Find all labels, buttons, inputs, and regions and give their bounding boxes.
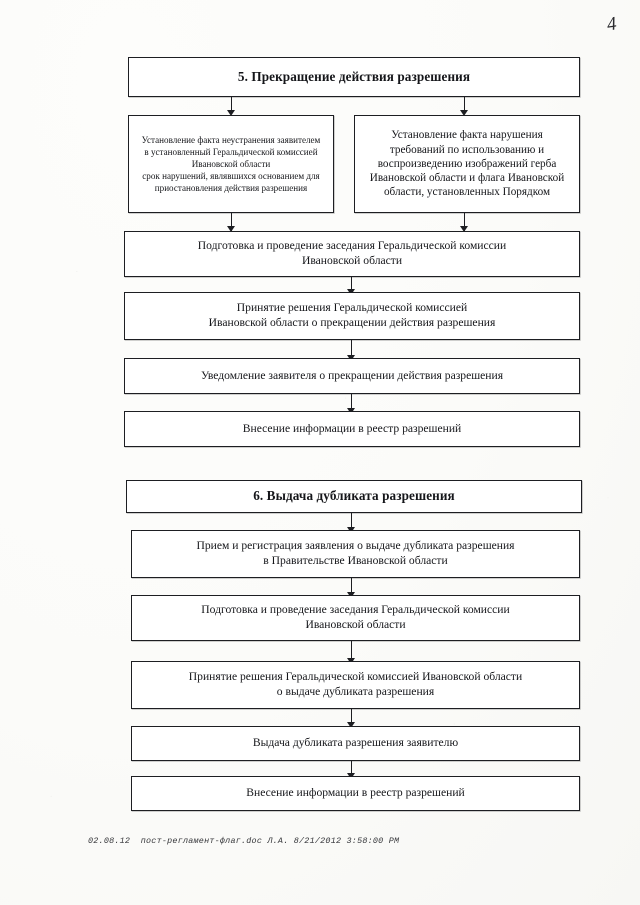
section-6-step-2-text: Подготовка и проведение заседания Гераль…	[201, 603, 510, 631]
section-5-title: 5. Прекращение действия разрешения	[237, 68, 471, 84]
section-5-step-1-box: Подготовка и проведение заседания Гераль…	[124, 231, 580, 277]
arrowhead-s5-title-to-left	[227, 110, 235, 116]
connector-s5-step1-to-step2	[351, 277, 353, 292]
arrowhead-s5-right-to-step1	[460, 226, 468, 232]
arrowhead-s5-title-to-right	[460, 110, 468, 116]
section-6-step-1-text: Прием и регистрация заявления о выдаче д…	[196, 539, 515, 567]
connector-s6-title-to-step1	[351, 513, 353, 530]
section-6-step-3-box: Принятие решения Геральдической комиссие…	[131, 661, 580, 709]
section-5-step-4-box: Внесение информации в реестр разрешений	[124, 411, 580, 447]
section-5-branch-right-text: Установление факта нарушения требований …	[369, 129, 565, 199]
section-6-step-4-box: Выдача дубликата разрешения заявителю	[131, 726, 580, 761]
arrowhead-s6-step3-to-step4	[347, 722, 355, 728]
section-6-step-3-text: Принятие решения Геральдической комиссие…	[188, 670, 523, 698]
section-6-title: 6. Выдача дубликата разрешения	[253, 488, 455, 504]
section-5-step-2-box: Принятие решения Геральдической комиссие…	[124, 292, 580, 340]
section-6-title-box: 6. Выдача дубликата разрешения	[126, 480, 582, 513]
section-6-step-5-text: Внесение информации в реестр разрешений	[246, 786, 465, 800]
section-5-title-box: 5. Прекращение действия разрешения	[128, 57, 580, 97]
document-footer: 02.08.12 пост-регламент-флаг.doc Л.А. 8/…	[88, 836, 400, 846]
section-5-step-1-text: Подготовка и проведение заседания Гераль…	[197, 239, 507, 267]
connector-s5-title-to-right	[464, 97, 466, 113]
section-5-step-4-text: Внесение информации в реестр разрешений	[242, 421, 462, 435]
section-6-step-5-box: Внесение информации в реестр разрешений	[131, 776, 580, 811]
section-5-branch-left-text: Установление факта неустранения заявител…	[141, 134, 321, 194]
connector-s6-step3-to-step4	[351, 709, 353, 725]
connector-s6-step2-to-step3	[351, 641, 353, 661]
section-5-step-3-text: Уведомление заявителя о прекращении дейс…	[200, 368, 504, 382]
connector-s5-right-to-step1	[464, 213, 466, 231]
page-number: 4	[604, 13, 618, 36]
connector-s5-title-to-left	[231, 97, 233, 113]
connector-s5-step3-to-step4	[351, 394, 353, 411]
section-5-step-3-box: Уведомление заявителя о прекращении дейс…	[124, 358, 580, 394]
connector-s6-step1-to-step2	[351, 578, 353, 595]
connector-s6-step4-to-step5	[351, 761, 353, 776]
section-6-step-2-box: Подготовка и проведение заседания Гераль…	[131, 595, 580, 641]
section-5-branch-left-box: Установление факта неустранения заявител…	[128, 115, 334, 213]
section-6-step-1-box: Прием и регистрация заявления о выдаче д…	[131, 530, 580, 578]
connector-s5-left-to-step1	[231, 213, 233, 231]
section-6-step-4-text: Выдача дубликата разрешения заявителю	[252, 736, 459, 750]
section-5-branch-right-box: Установление факта нарушения требований …	[354, 115, 580, 213]
arrowhead-s5-left-to-step1	[227, 226, 235, 232]
connector-s5-step2-to-step3	[351, 340, 353, 358]
section-5-step-2-text: Принятие решения Геральдической комиссие…	[208, 301, 496, 329]
